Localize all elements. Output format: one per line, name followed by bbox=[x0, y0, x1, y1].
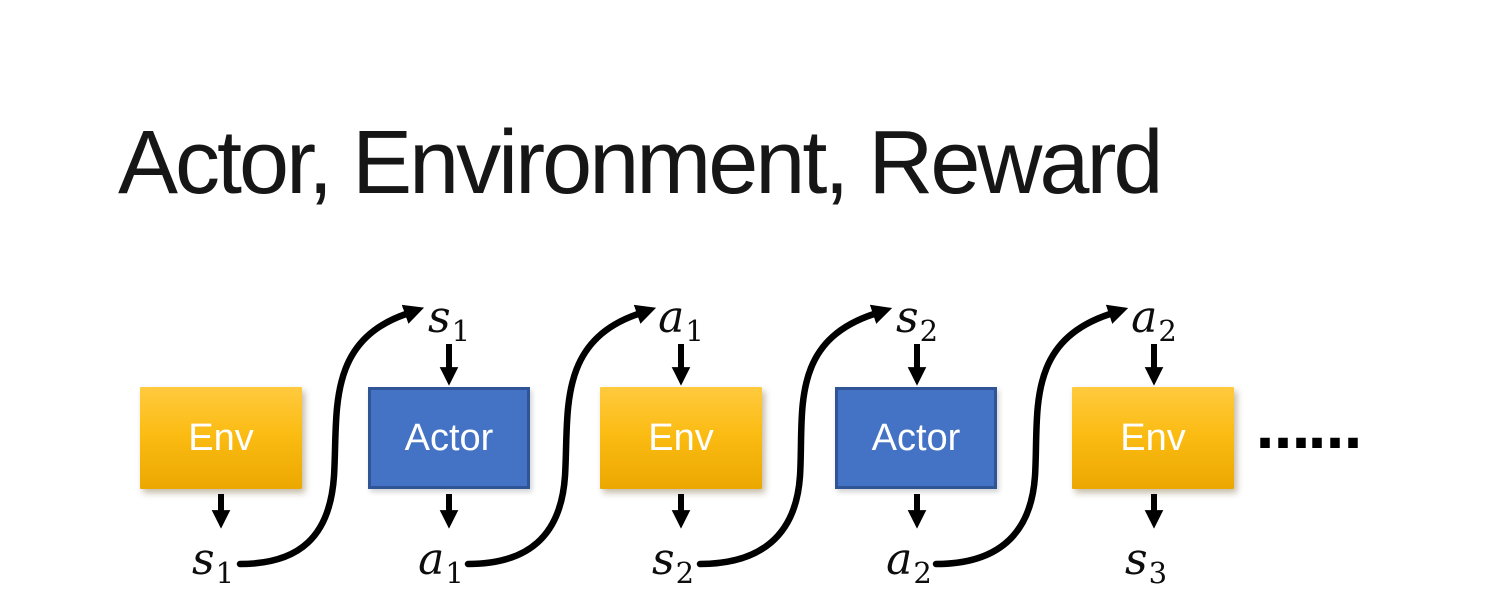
actor-box-2-label: Actor bbox=[871, 416, 961, 459]
continuation-ellipsis: …… bbox=[1256, 398, 1362, 461]
env-box-3: Env bbox=[1072, 387, 1234, 489]
bottom-label-s3: s3 bbox=[1124, 534, 1168, 590]
top-label-a2: a2 bbox=[1131, 292, 1177, 348]
env-box-2: Env bbox=[600, 387, 762, 489]
actor-box-1-label: Actor bbox=[404, 416, 494, 459]
top-label-s2: s2 bbox=[895, 292, 939, 348]
bottom-label-a2: a2 bbox=[886, 534, 932, 590]
env-box-3-label: Env bbox=[1120, 416, 1186, 459]
env-box-1-label: Env bbox=[188, 416, 254, 459]
actor-box-1: Actor bbox=[368, 387, 530, 489]
top-label-s1: s1 bbox=[427, 292, 471, 348]
actor-box-2: Actor bbox=[835, 387, 997, 489]
input-arrows bbox=[439, 344, 1164, 386]
env-box-2-label: Env bbox=[648, 416, 714, 459]
bottom-label-s2: s2 bbox=[651, 534, 695, 590]
top-label-a1: a1 bbox=[658, 292, 704, 348]
bottom-label-s1: s1 bbox=[191, 534, 235, 590]
bottom-label-a1: a1 bbox=[418, 534, 464, 590]
output-arrows bbox=[211, 494, 1164, 529]
slide-title: Actor, Environment, Reward bbox=[118, 113, 1163, 213]
env-box-1: Env bbox=[140, 387, 302, 489]
